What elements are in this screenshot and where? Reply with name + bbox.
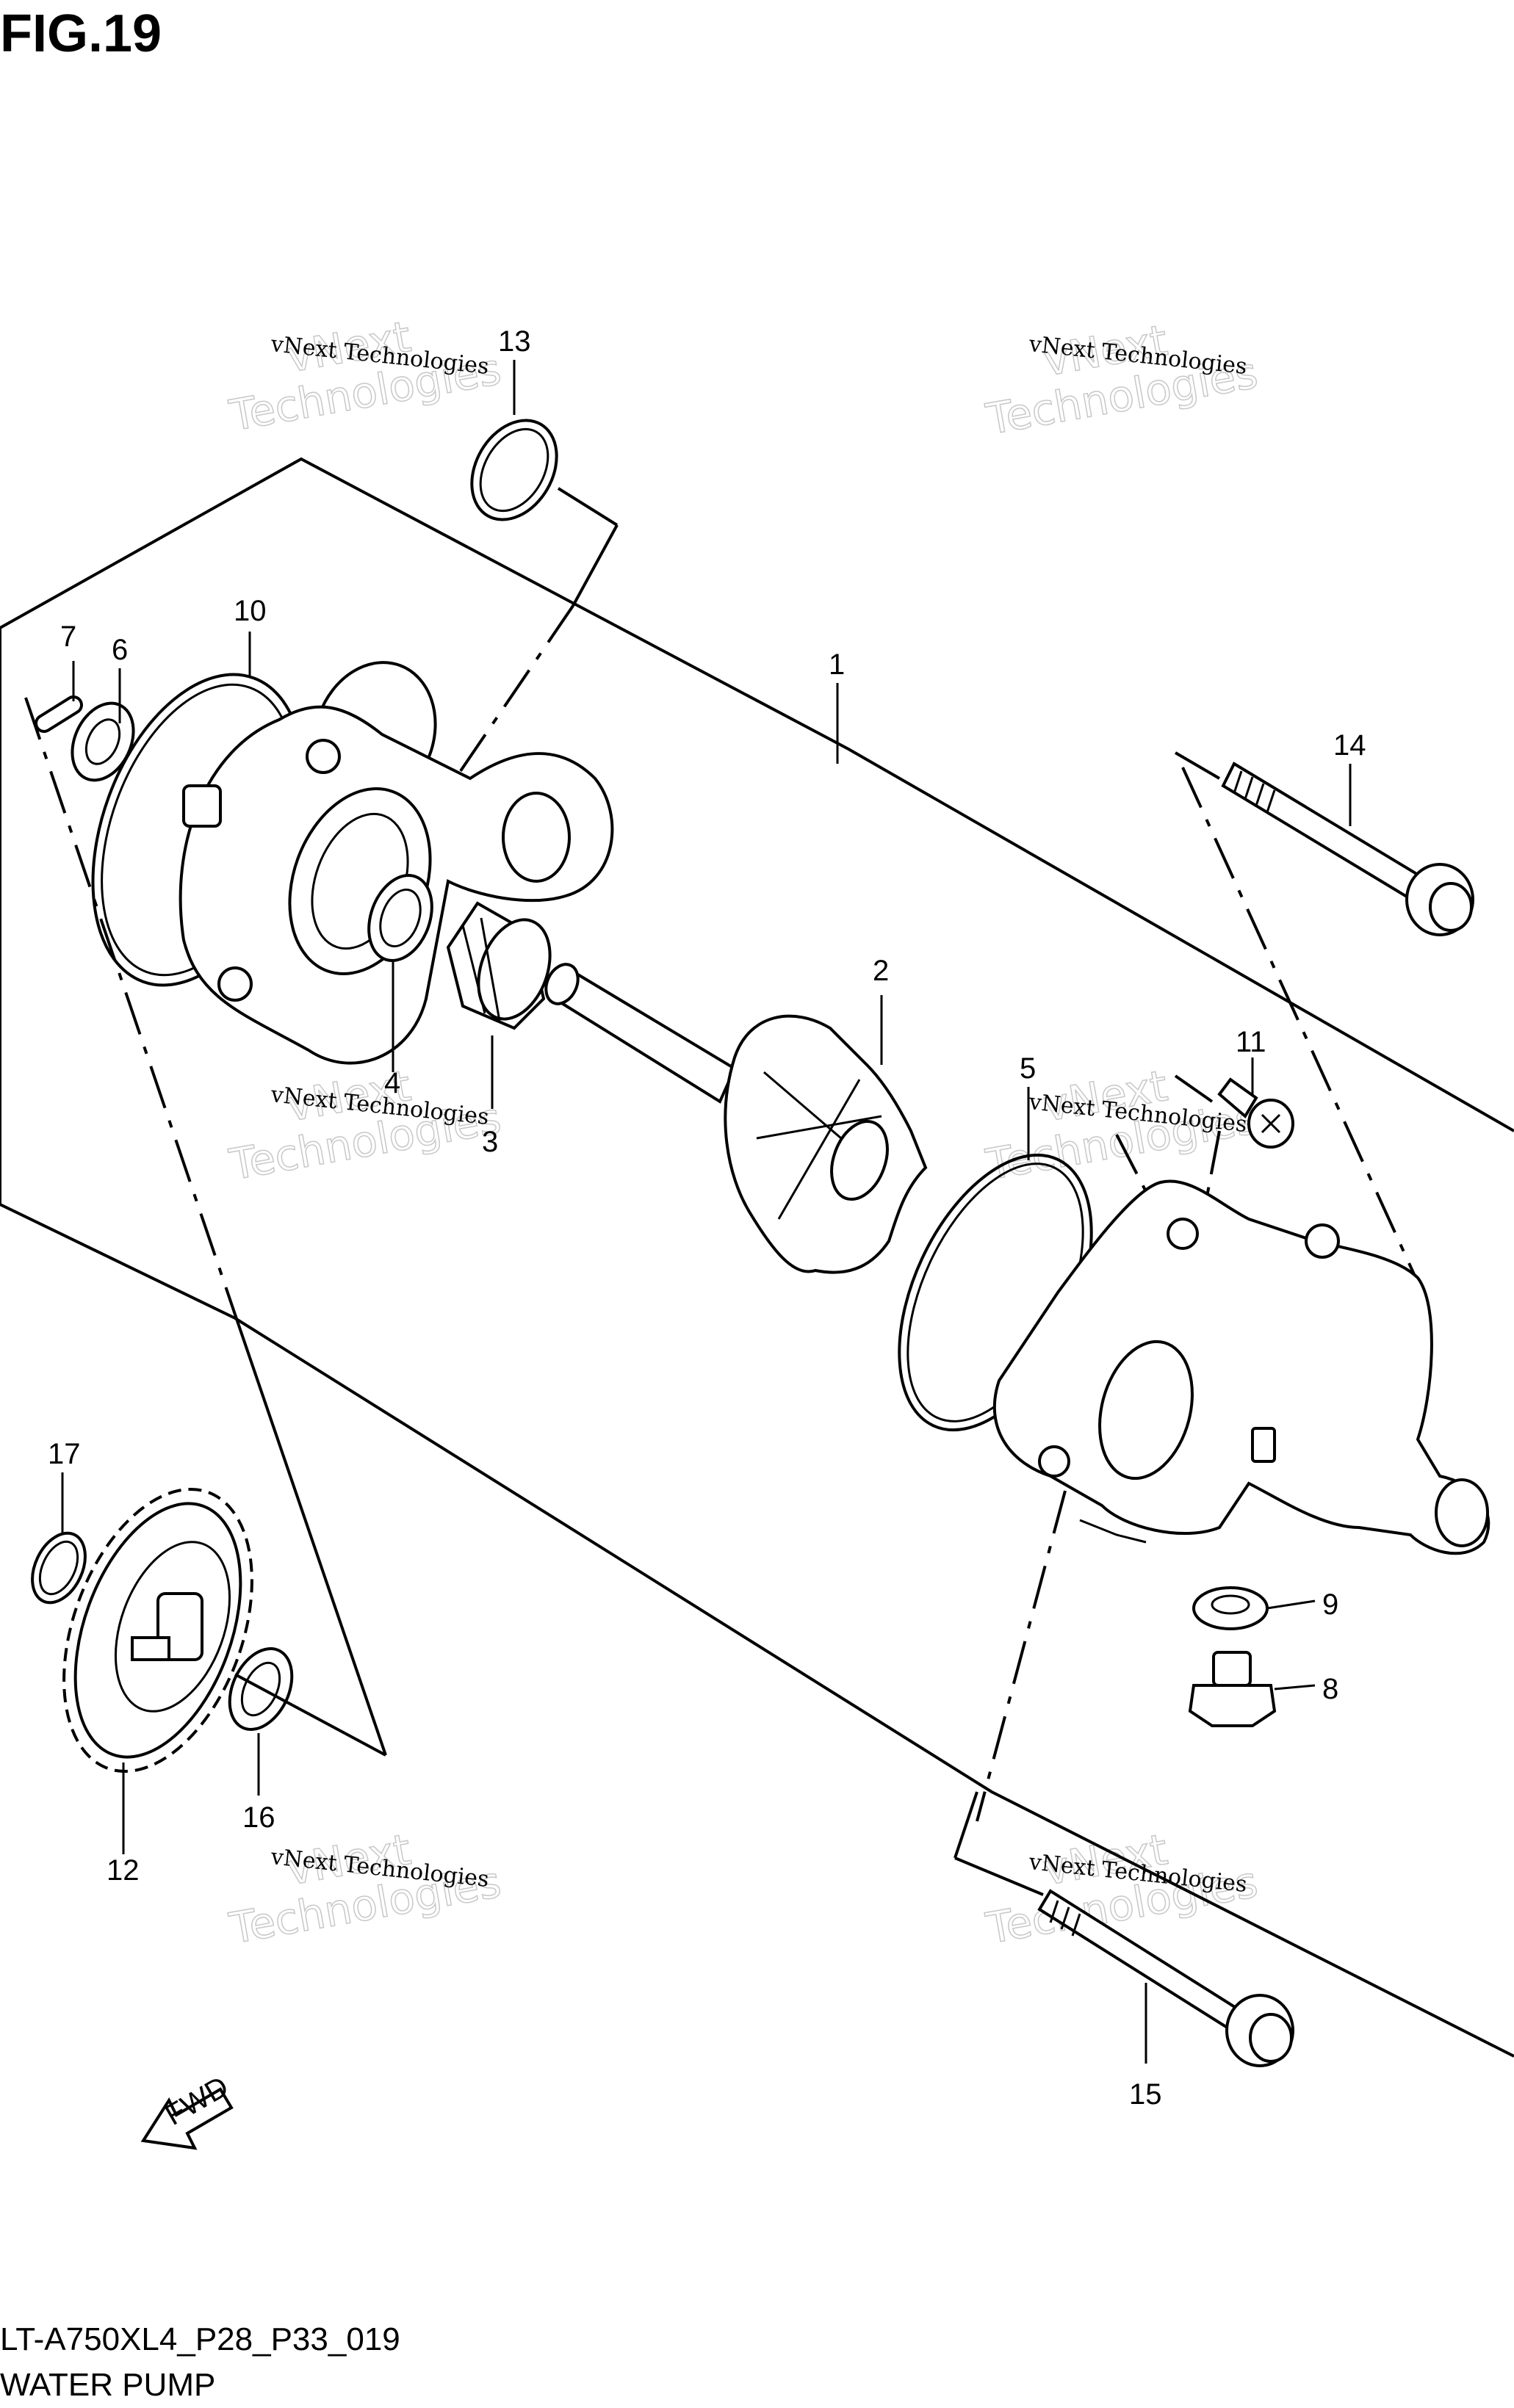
callout-14: 14 [1333,729,1366,762]
washer-9 [1192,1586,1269,1630]
callout-10: 10 [234,595,267,627]
callout-13: 13 [498,325,531,358]
impeller-2 [724,1014,928,1274]
callout-7: 7 [60,621,76,653]
plug-8 [1188,1651,1277,1727]
callout-5: 5 [1020,1052,1036,1085]
bolt-14 [1221,762,1474,936]
callout-15: 15 [1129,2078,1162,2111]
pump-shaft [544,963,737,1104]
callout-9: 9 [1322,1588,1338,1621]
callout-8: 8 [1322,1673,1338,1705]
callout-11: 11 [1236,1026,1266,1058]
pump-cover [992,1179,1490,1555]
fwd-arrow: FWD [140,2070,234,2150]
callout-3: 3 [482,1126,498,1158]
washer-16 [228,1647,294,1731]
seal-4 [367,873,433,963]
callout-16: 16 [242,1801,275,1834]
callout-2: 2 [873,955,889,987]
circlip-17 [31,1531,87,1605]
callout-6: 6 [112,634,128,666]
callouts: 1 2 3 4 5 6 7 8 9 10 11 12 13 14 15 16 1… [48,325,1366,2111]
diagram-name: WATER PUMP [0,2367,215,2403]
callout-17: 17 [48,1438,81,1470]
diagram-code: LT-A750XL4_P28_P33_019 [0,2321,400,2357]
bolt-15 [1037,1889,1294,2067]
callout-4: 4 [384,1067,400,1099]
callout-12: 12 [107,1854,140,1887]
o-ring-13 [470,419,558,521]
bolt-11 [1217,1077,1294,1149]
callout-1: 1 [829,648,845,681]
pin-7 [35,695,83,733]
figure-title: FIG.19 [0,4,162,63]
sprocket-12 [62,1487,253,1774]
leader-lines [61,360,1352,2064]
mechanical-seal-3 [446,901,552,1030]
